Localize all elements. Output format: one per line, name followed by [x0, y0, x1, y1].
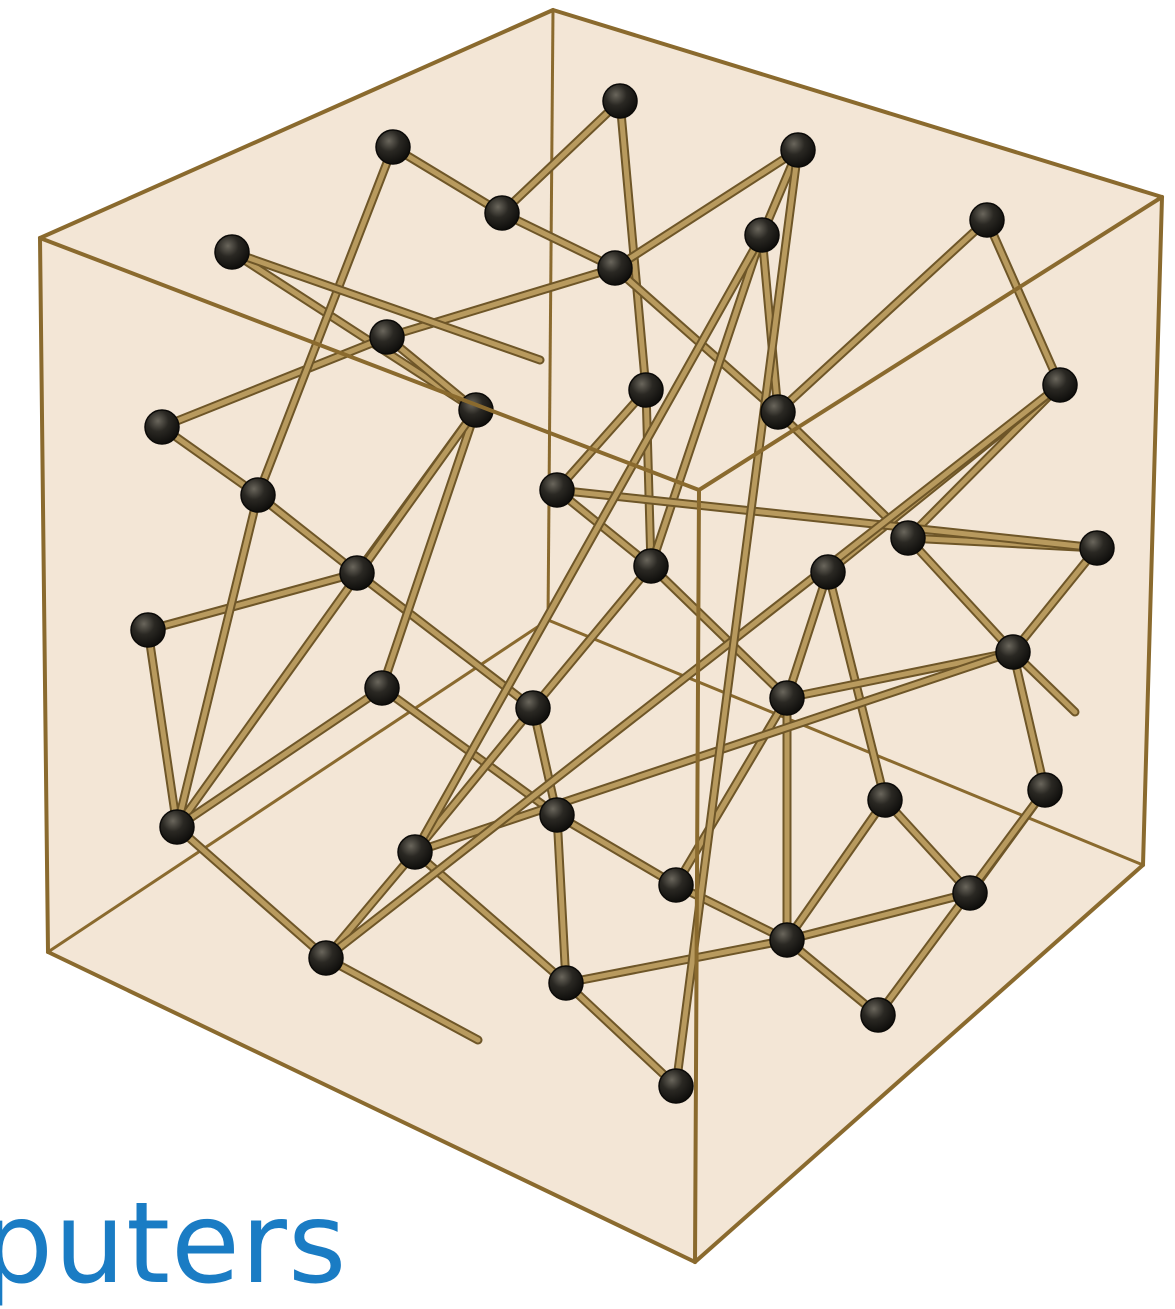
atom [376, 130, 410, 164]
atom [365, 671, 399, 705]
atom [215, 235, 249, 269]
atom [160, 810, 194, 844]
atom [659, 1069, 693, 1103]
atom [398, 835, 432, 869]
atom [1028, 773, 1062, 807]
atom [996, 635, 1030, 669]
atom [811, 555, 845, 589]
atom [145, 410, 179, 444]
atom [603, 84, 637, 118]
atom [549, 966, 583, 1000]
atom [770, 681, 804, 715]
atom [861, 998, 895, 1032]
atom [634, 549, 668, 583]
atom [868, 783, 902, 817]
atom [241, 478, 275, 512]
atom [781, 133, 815, 167]
atom [309, 941, 343, 975]
atom [770, 923, 804, 957]
atom [745, 218, 779, 252]
crystal-lattice-drawing [0, 0, 1175, 1270]
atom [761, 395, 795, 429]
atom [598, 251, 632, 285]
atom [1043, 368, 1077, 402]
atom [629, 373, 663, 407]
lattice-illustration [0, 0, 1175, 1270]
atom [131, 613, 165, 647]
atom [516, 691, 550, 725]
atom [970, 203, 1004, 237]
atom [659, 868, 693, 902]
atom [953, 876, 987, 910]
atom [370, 320, 404, 354]
atom [891, 521, 925, 555]
atom [540, 798, 574, 832]
atom [340, 556, 374, 590]
atom [1080, 531, 1114, 565]
atom [485, 196, 519, 230]
atom [540, 473, 574, 507]
